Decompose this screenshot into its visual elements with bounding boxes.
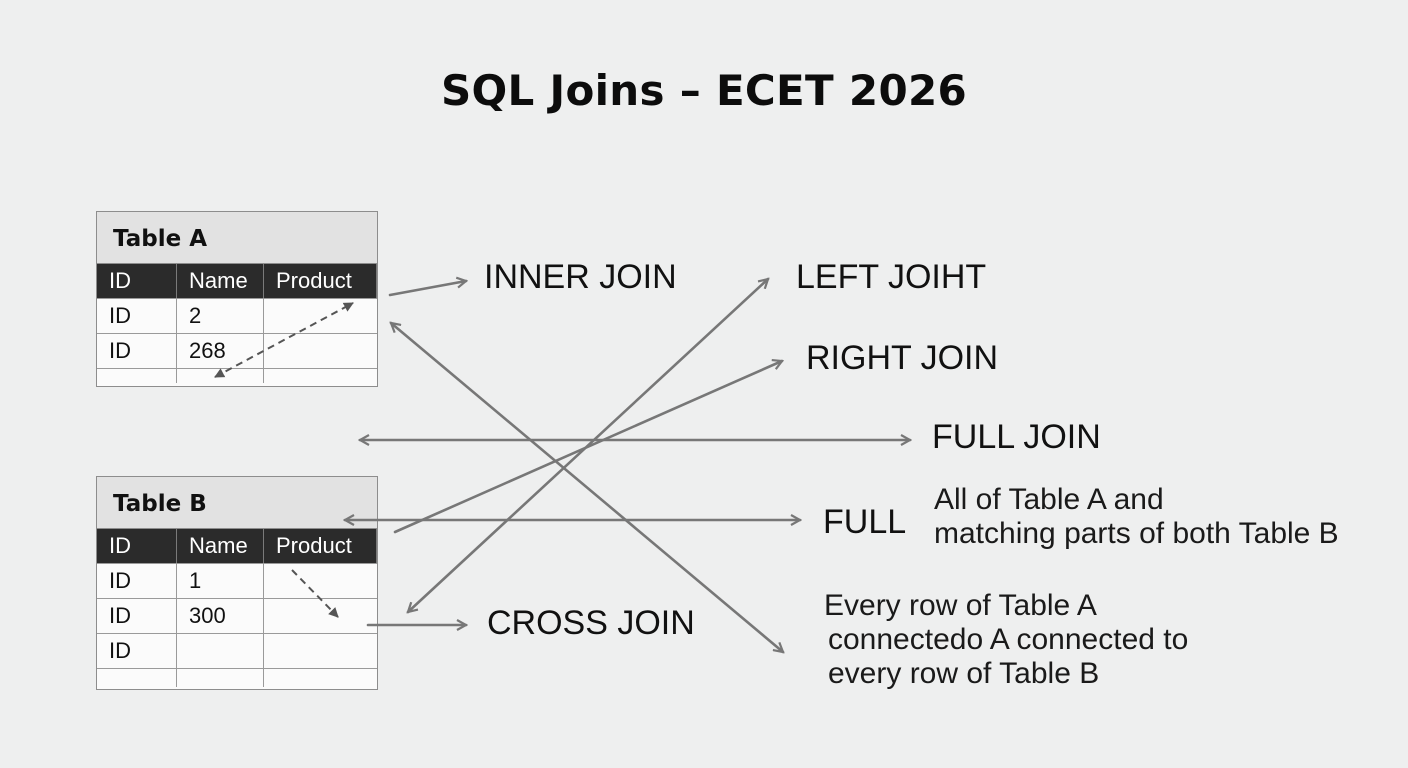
table-cell: [177, 634, 264, 668]
cross-description-line: Every row of Table A: [824, 589, 1097, 622]
table-row-empty: [97, 669, 377, 687]
table-cell: ID: [97, 334, 177, 368]
left-join-label: LEFT JOIHT: [796, 258, 987, 296]
right-join-label: RIGHT JOIN: [806, 339, 999, 377]
full-description: All of Table A and matching parts of bot…: [934, 483, 1339, 551]
table-cell: ID: [97, 299, 177, 333]
table-cell: ID: [97, 634, 177, 668]
column-header: ID: [97, 264, 177, 298]
table-row: ID 300: [97, 599, 377, 634]
table-cell: ID: [97, 599, 177, 633]
arrow-inner-join: [388, 281, 466, 297]
table-a: Table A ID Name Product ID 2 ID 268: [96, 211, 378, 387]
table-cell: [177, 669, 264, 687]
full-label: FULL: [823, 503, 907, 541]
column-header: Name: [177, 264, 264, 298]
arrow-cross-diagonal: [391, 323, 783, 652]
column-header: Name: [177, 529, 264, 563]
table-cell: [97, 669, 177, 687]
column-header: ID: [97, 529, 177, 563]
table-a-caption: Table A: [97, 212, 377, 264]
table-cell: 1: [177, 564, 264, 598]
table-b: Table B ID Name Product ID 1 ID 300 ID: [96, 476, 378, 690]
table-row: ID: [97, 634, 377, 669]
full-description-line: matching parts of both Table B: [934, 517, 1339, 550]
full-join-label: FULL JOIN: [932, 418, 1101, 456]
cross-description-line: connectedo A connected to: [828, 623, 1189, 656]
table-row: ID 1: [97, 564, 377, 599]
column-header: Product: [264, 529, 377, 563]
arrow-right-join: [393, 361, 782, 534]
inner-join-label: INNER JOIN: [484, 258, 677, 296]
dashed-arrow-table-a: [214, 302, 354, 378]
cross-description-line: every row of Table B: [828, 657, 1100, 690]
dashed-arrow-table-b: [291, 569, 339, 618]
table-b-header-row: ID Name Product: [97, 529, 377, 564]
table-b-caption: Table B: [97, 477, 377, 529]
table-cell: 300: [177, 599, 264, 633]
full-description-line: All of Table A and: [934, 483, 1164, 516]
cross-description: Every row of Table A connectedo A connec…: [824, 589, 1188, 691]
cross-join-label: CROSS JOIN: [487, 604, 695, 642]
table-cell: ID: [97, 564, 177, 598]
page-title: SQL Joins – ECET 2026: [440, 66, 968, 115]
column-header: Product: [264, 264, 377, 298]
table-cell: [97, 369, 177, 383]
table-a-header-row: ID Name Product: [97, 264, 377, 299]
